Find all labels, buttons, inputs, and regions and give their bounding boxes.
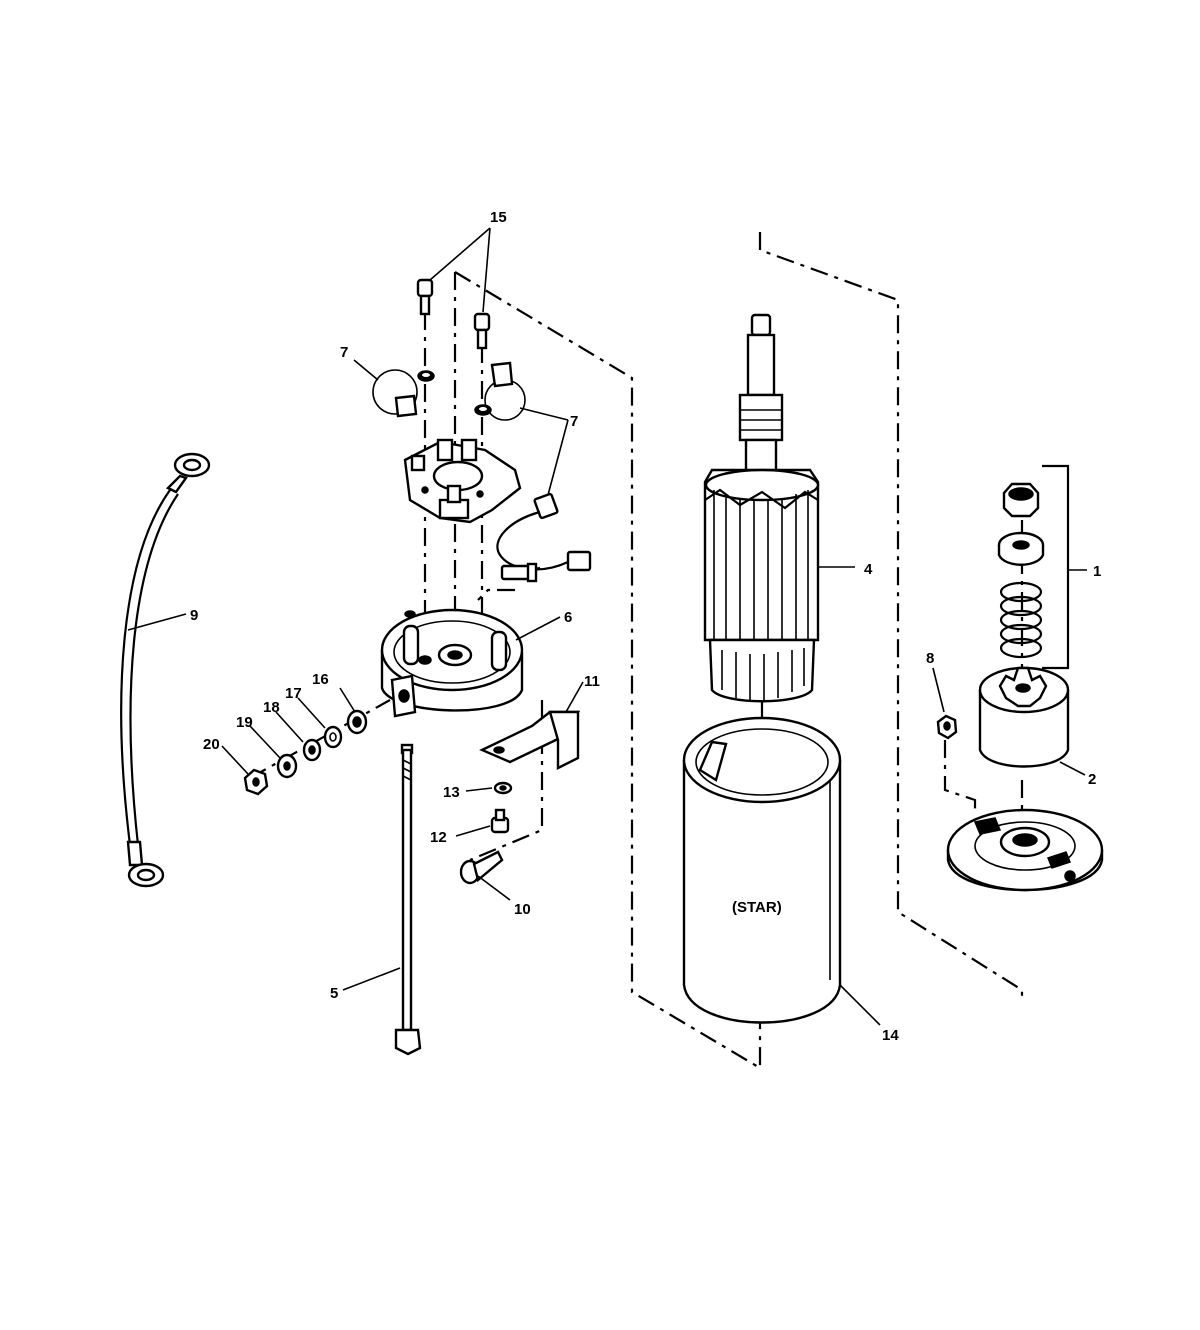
leader-lines [127,227,1087,1026]
drive-retaining-kit-1 [997,464,1070,670]
assembly-guide-lines [249,232,1024,1070]
drive-pinion-2 [978,666,1070,768]
washer-17 [323,725,343,749]
callout-19: 19 [236,714,253,731]
callout-labels: 15 7 7 9 6 11 16 17 18 19 20 13 12 10 5 … [190,209,1101,1044]
brush-set-7 [372,361,592,583]
washer-16 [346,709,368,735]
callout-13: 13 [443,784,460,801]
callout-14: 14 [882,1027,899,1044]
nut-20 [243,768,269,796]
washer-19 [276,753,298,779]
brush-holder-plate [403,438,522,524]
through-screw-15-left [416,278,434,316]
callout-12: 12 [430,829,447,846]
lockwasher-13 [493,781,513,795]
drive-end-head [946,808,1104,892]
callout-7-right: 7 [570,413,578,430]
callout-4: 4 [864,561,873,578]
callout-5: 5 [330,985,338,1002]
callout-20: 20 [203,736,220,753]
screw-10 [459,850,504,885]
through-bolt-5 [394,743,422,1056]
callout-18: 18 [263,699,280,716]
screw-12 [490,808,510,834]
callout-6: 6 [564,609,572,626]
callout-1: 1 [1093,563,1101,580]
frame-label: (STAR) [732,899,782,916]
motor-frame-14: (STAR) [682,716,842,1024]
callout-15: 15 [490,209,507,226]
callout-17: 17 [285,685,302,702]
through-screw-15-right [473,312,491,350]
nut-8 [936,714,958,740]
commutator-end-cap-6 [380,608,524,718]
mounting-bracket-11 [479,710,581,770]
callout-2: 2 [1088,771,1096,788]
callout-10: 10 [514,901,531,918]
callout-9: 9 [190,607,198,624]
washer-18 [302,738,322,762]
ground-cable-9 [120,452,211,888]
callout-11: 11 [584,673,600,690]
callout-16: 16 [312,671,329,688]
callout-8: 8 [926,650,934,667]
callout-7-left: 7 [340,344,348,361]
armature-4 [703,313,820,703]
